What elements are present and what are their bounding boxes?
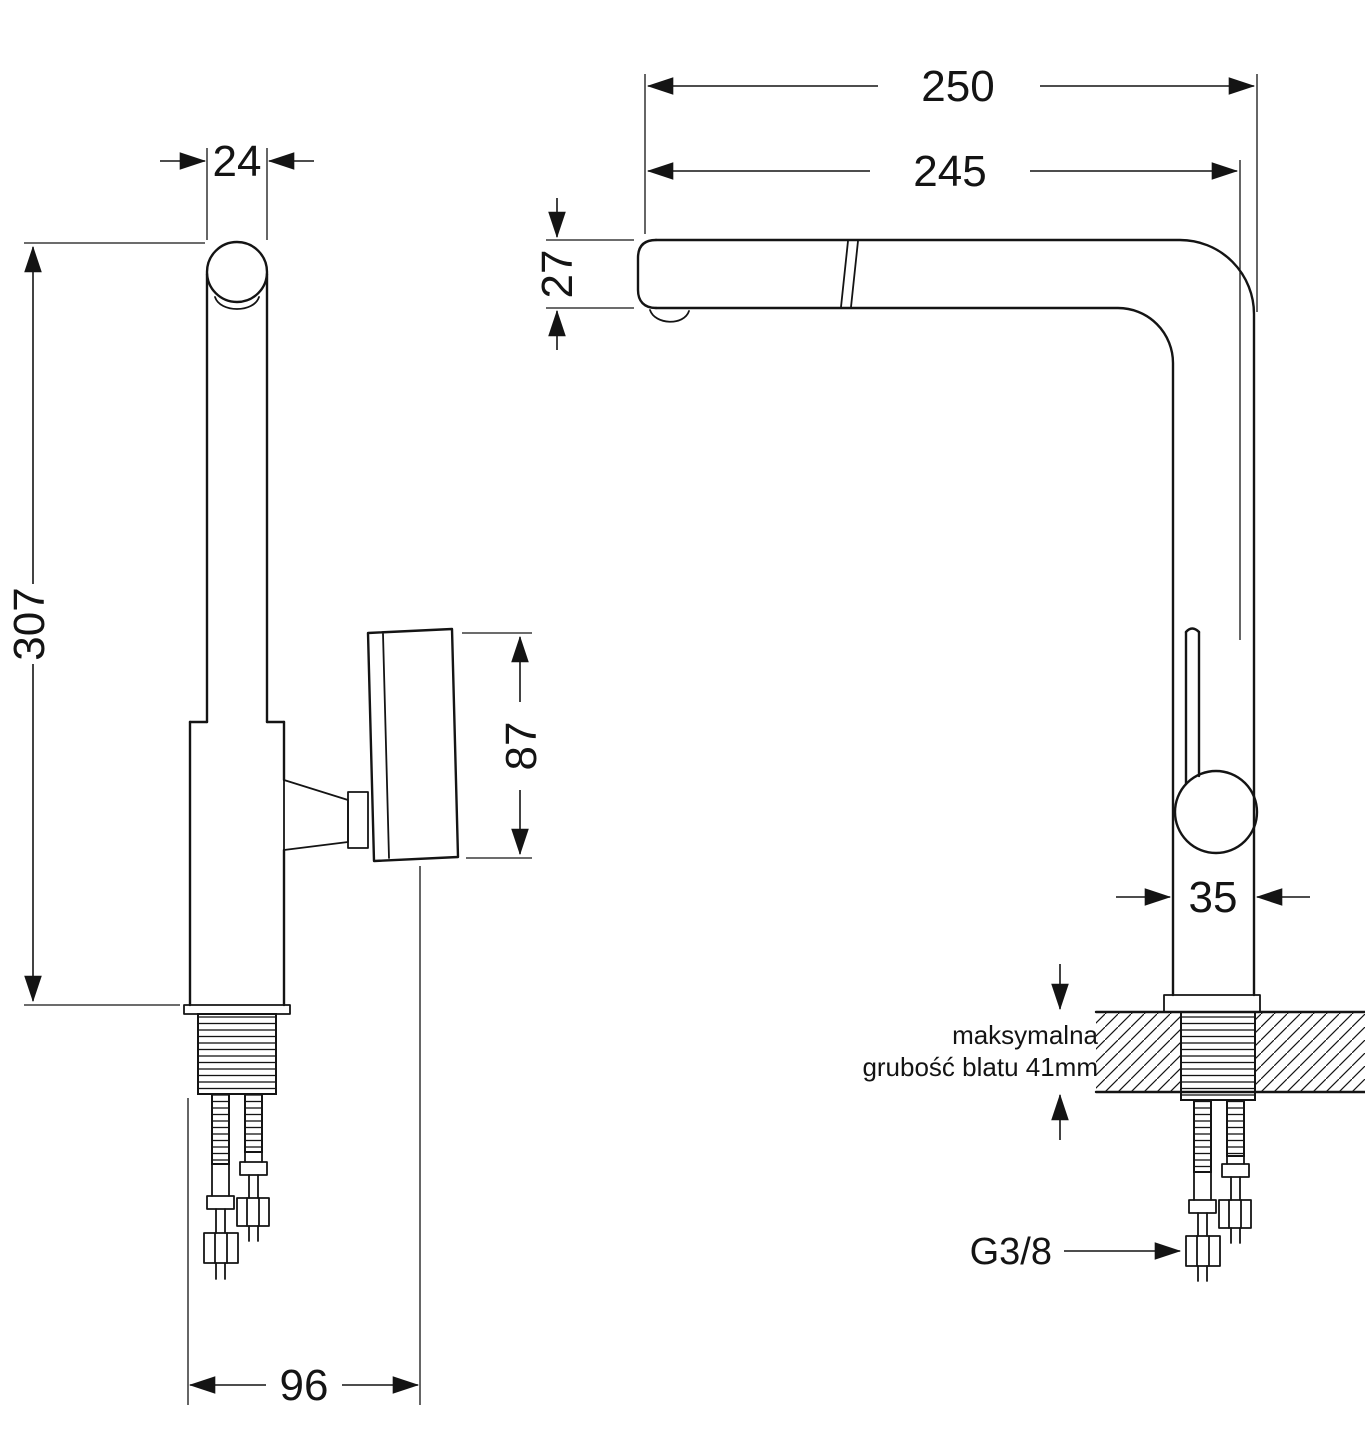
aerator-outlet	[649, 309, 690, 323]
mounting-hardware-front	[1185, 1099, 1252, 1282]
dimension-96: 96	[187, 866, 421, 1410]
dimension-250: 250	[644, 62, 1258, 312]
countertop-note-line2: grubość blatu 41mm	[862, 1052, 1098, 1082]
dimension-87: 87	[462, 632, 546, 859]
dim-label-307: 307	[5, 587, 54, 660]
dimension-24: 24	[160, 137, 314, 240]
hex-nut	[1218, 1199, 1252, 1229]
hex-nut	[203, 1232, 239, 1264]
dim-label-27: 27	[533, 250, 582, 299]
lever-handle-front	[1173, 627, 1259, 855]
dimension-countertop-thickness: maksymalna grubość blatu 41mm	[862, 964, 1099, 1140]
spout-front	[636, 238, 1256, 997]
hex-nut	[236, 1197, 270, 1227]
hex-nut-g38	[1185, 1235, 1221, 1267]
thread-shank-front	[1180, 1011, 1256, 1101]
countertop-note-line1: maksymalna	[952, 1020, 1098, 1050]
dimension-307: 307	[5, 242, 205, 1006]
dim-label-245: 245	[913, 147, 986, 196]
pullout-joint-line	[850, 240, 859, 308]
dim-label-35: 35	[1189, 873, 1238, 922]
dim-label-87: 87	[497, 722, 546, 771]
thread-spec-label: G3/8	[970, 1231, 1052, 1273]
mounting-hardware-side	[203, 1093, 270, 1280]
dimension-245: 245	[646, 147, 1241, 640]
riser-pipe-side	[205, 272, 269, 724]
dimension-35: 35	[1116, 873, 1310, 922]
dimension-27: 27	[533, 198, 634, 350]
thread-spec-callout: G3/8	[970, 1231, 1182, 1273]
thread-shank-side	[197, 1013, 277, 1095]
right-front-view	[636, 238, 1365, 1282]
dim-label-96: 96	[280, 1361, 329, 1410]
handle-side	[283, 627, 460, 863]
dim-label-24: 24	[213, 137, 262, 186]
dim-label-250: 250	[921, 62, 994, 111]
left-side-view	[183, 240, 460, 1280]
base-flange-front	[1163, 994, 1261, 1013]
countertop-section	[1094, 1010, 1365, 1094]
spout-tip-side	[205, 240, 269, 310]
handle-joint-circle	[1173, 769, 1259, 855]
pullout-joint-line	[840, 240, 849, 308]
body-side	[183, 720, 291, 1015]
